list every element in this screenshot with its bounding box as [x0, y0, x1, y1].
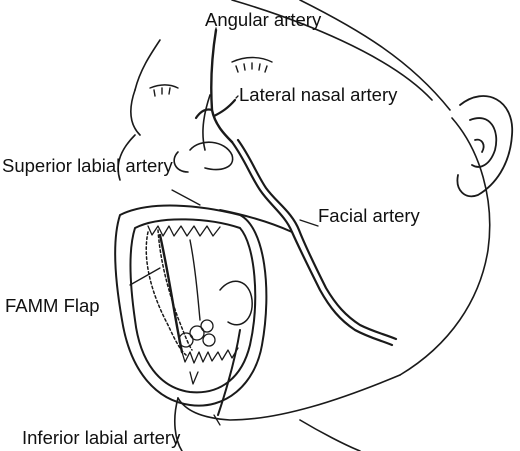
label-facial-artery: Facial artery — [318, 205, 421, 226]
label-angular-artery: Angular artery — [205, 9, 322, 30]
ear — [456, 95, 513, 198]
artery-vessel — [194, 28, 398, 416]
leader-lines — [129, 27, 319, 426]
eye-lashes — [149, 56, 273, 97]
famm-flap-outline — [145, 229, 193, 356]
label-famm-flap: FAMM Flap — [5, 295, 100, 316]
label-lateral-nasal-artery: Lateral nasal artery — [239, 84, 398, 105]
face-outline — [117, 0, 491, 451]
teeth — [147, 225, 239, 385]
label-inferior-labial-artery: Inferior labial artery — [22, 427, 181, 448]
label-superior-labial-artery: Superior labial artery — [2, 155, 173, 176]
